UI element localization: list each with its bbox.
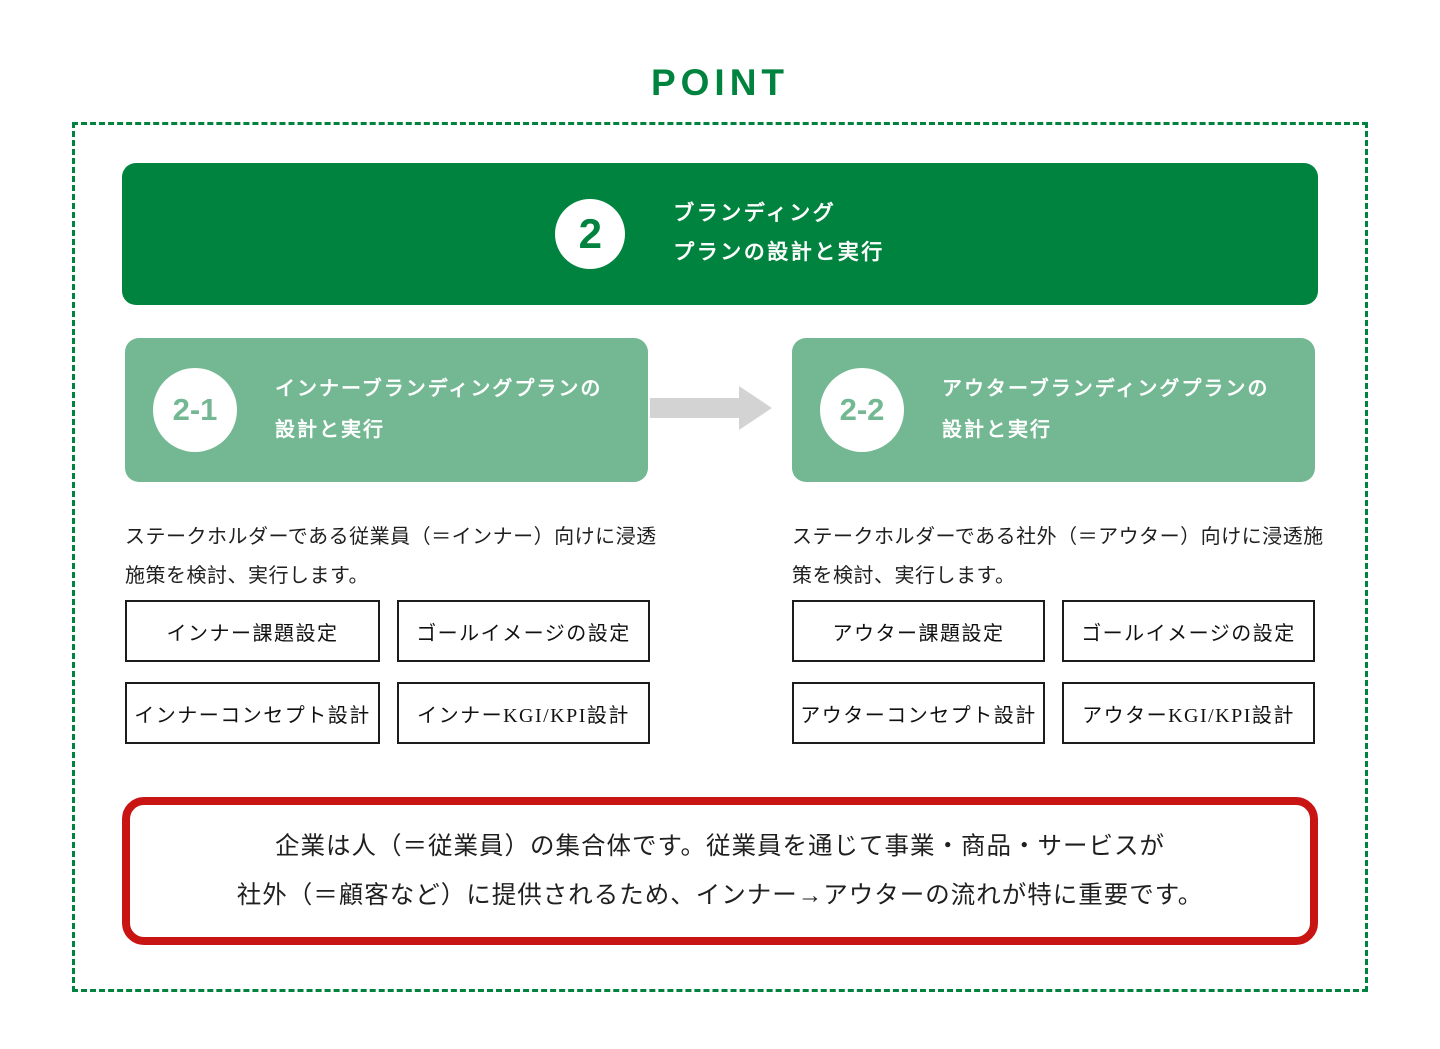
step-2-1-title-line2: 設計と実行 [275, 419, 385, 441]
dashed-frame [72, 122, 1368, 992]
outer-task-issue-setting: アウター課題設定 [792, 600, 1045, 662]
inner-description: ステークホルダーである従業員（＝インナー）向けに浸透施策を検討、実行します。 [125, 526, 657, 587]
inner-task-goal-image: ゴールイメージの設定 [397, 600, 650, 662]
step-2-2-title: アウターブランディングプランの 設計と実行 [942, 369, 1269, 451]
inner-task-concept-design: インナーコンセプト設計 [125, 682, 380, 744]
step-2-2-title-line2: 設計と実行 [942, 419, 1052, 441]
step-2-title-line1: ブランディング [673, 202, 837, 226]
step-2-title: ブランディング プランの設計と実行 [673, 195, 885, 273]
outer-task-goal-image: ゴールイメージの設定 [1062, 600, 1315, 662]
step-2-2-title-line1: アウターブランディングプランの [942, 378, 1270, 400]
step-2-1-title: インナーブランディングプランの 設計と実行 [275, 369, 602, 451]
step-2-1-badge-label: 2-1 [172, 392, 218, 427]
arrow-right-icon [650, 386, 772, 430]
inner-task-kgi-kpi-design: インナーKGI/KPI設計 [397, 682, 650, 744]
outer-task-kgi-kpi-design: アウターKGI/KPI設計 [1062, 682, 1315, 744]
step-2-1-badge: 2-1 [153, 368, 237, 452]
step-2-badge: 2 [555, 199, 626, 269]
step-2-2-badge: 2-2 [820, 368, 904, 452]
callout-line1: 企業は人（＝従業員）の集合体です。従業員を通じて事業・商品・サービスが [274, 833, 1166, 860]
step-2-header: 2 ブランディング プランの設計と実行 [122, 163, 1318, 305]
step-2-title-line2: プランの設計と実行 [673, 241, 885, 264]
page-title: POINT [650, 62, 790, 103]
step-2-1-box: 2-1 インナーブランディングプランの 設計と実行 [125, 338, 648, 482]
step-2-2-badge-label: 2-2 [839, 392, 885, 427]
outer-task-concept-design: アウターコンセプト設計 [792, 682, 1045, 744]
key-point-callout: 企業は人（＝従業員）の集合体です。従業員を通じて事業・商品・サービスが 社外（＝… [122, 797, 1318, 945]
outer-description: ステークホルダーである社外（＝アウター）向けに浸透施策を検討、実行します。 [792, 526, 1324, 587]
step-2-badge-label: 2 [578, 210, 602, 257]
callout-line2: 社外（＝顧客など）に提供されるため、インナー→アウターの流れが特に重要です。 [236, 882, 1204, 909]
step-2-1-title-line1: インナーブランディングプランの [275, 378, 603, 400]
inner-task-issue-setting: インナー課題設定 [125, 600, 380, 662]
step-2-2-box: 2-2 アウターブランディングプランの 設計と実行 [792, 338, 1315, 482]
